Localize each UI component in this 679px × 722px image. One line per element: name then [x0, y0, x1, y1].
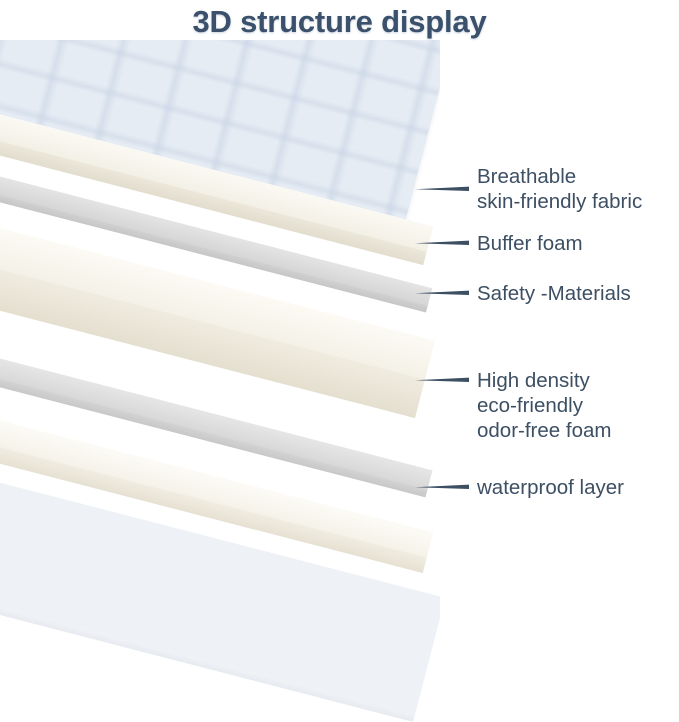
- label-high-density-foam: High density eco-friendly odor-free foam: [477, 369, 612, 442]
- leader-line-fabric: [415, 186, 469, 192]
- leader-line-buffer: [415, 240, 469, 246]
- label-waterproof-layer: waterproof layer: [477, 476, 624, 499]
- label-breathable-fabric: Breathable skin-friendly fabric: [477, 165, 643, 213]
- leader-line-waterproof: [415, 484, 469, 490]
- product-layer-diagram: [0, 40, 440, 722]
- leader-line-hdfoam: [415, 377, 469, 383]
- leader-line-safety: [415, 290, 469, 296]
- label-safety-materials: Safety -Materials: [477, 282, 631, 305]
- page-title: 3D structure display: [192, 4, 487, 39]
- label-buffer-foam: Buffer foam: [477, 232, 583, 255]
